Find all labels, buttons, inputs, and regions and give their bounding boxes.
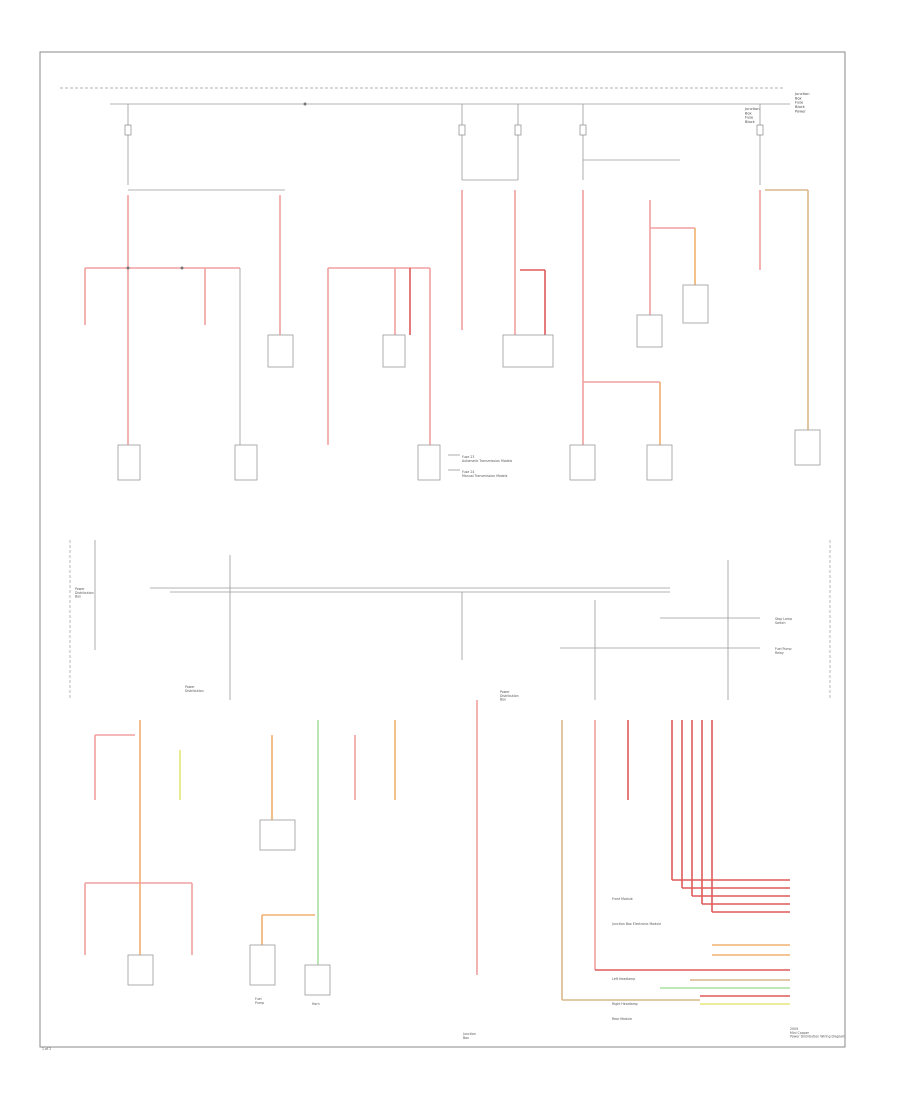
label-left-headlamp: Left Headlamp <box>612 977 635 981</box>
top-section <box>60 87 821 481</box>
diagram-frame <box>39 51 846 1048</box>
label-horn: Horn <box>312 1002 320 1006</box>
label-right-headlamp: Right Headlamp <box>612 1002 638 1006</box>
page-number: 1 of 2 <box>42 1047 51 1051</box>
label-front-module: Front Module <box>612 897 633 901</box>
label-rear-module: Rear Module <box>612 1017 632 1021</box>
bottom-section <box>69 540 831 1005</box>
label-jbe: Junction Box Electronic Module <box>611 922 661 926</box>
